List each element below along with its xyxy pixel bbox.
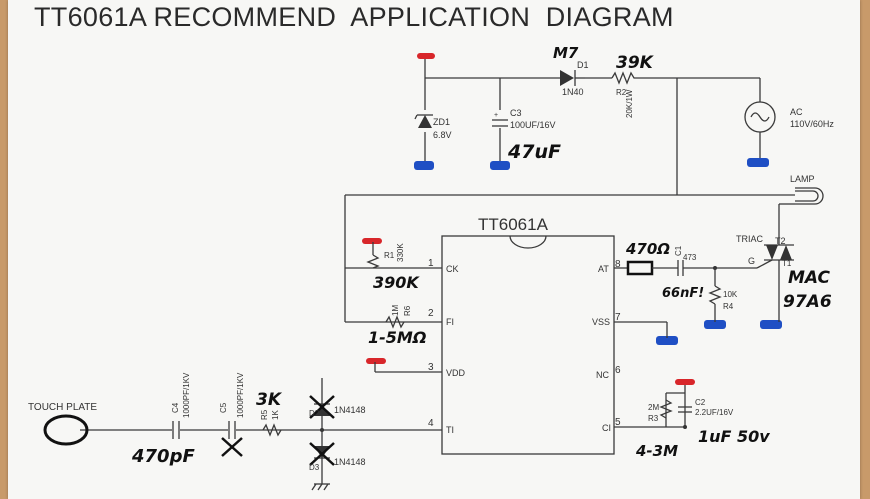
zd1-ref: ZD1 bbox=[433, 117, 450, 127]
schematic-sheet: TT6061A RECOMMEND APPLICATION DIAGRAM ZD… bbox=[8, 0, 860, 499]
schematic-drawing: ZD1 6.8V + C3 100UF/16V 47uF D1 1N40 M7 … bbox=[28, 44, 834, 491]
r4-value: 10K bbox=[723, 290, 738, 299]
ac-value: 110V/60Hz bbox=[790, 119, 834, 129]
lamp-label: LAMP bbox=[790, 174, 815, 184]
r3-value: 2M bbox=[648, 403, 659, 412]
c2-value: 2.2UF/16V bbox=[695, 408, 734, 417]
pin4-label: TI bbox=[446, 425, 454, 435]
hw-c2: 1uF 50v bbox=[698, 427, 770, 446]
d1-value: 1N40 bbox=[562, 87, 584, 97]
hw-c4: 470pF bbox=[131, 446, 195, 467]
pin5-num: 5 bbox=[615, 417, 621, 428]
pin6-num: 6 bbox=[615, 365, 621, 376]
positive-marker bbox=[362, 53, 695, 385]
capacitor-c5-icon bbox=[221, 421, 243, 457]
resistor-r1-icon bbox=[366, 242, 380, 269]
svg-text:+: + bbox=[494, 112, 498, 119]
capacitor-c1-icon bbox=[626, 260, 757, 276]
resistor-r6-icon bbox=[385, 315, 405, 329]
pin2-label: FI bbox=[446, 317, 454, 327]
triac-icon bbox=[756, 244, 794, 322]
hw-c1-bottom: 66nF! bbox=[662, 286, 704, 301]
r5-ref: R5 bbox=[260, 409, 269, 420]
hw-c1-top: 470Ω bbox=[625, 240, 670, 258]
pin5-label: CI bbox=[602, 423, 611, 433]
hw-r6: 1-5MΩ bbox=[368, 328, 426, 347]
d3-ref: D3 bbox=[309, 463, 320, 472]
pin8-num: 8 bbox=[615, 259, 621, 270]
diagram-title: TT6061A RECOMMEND APPLICATION DIAGRAM bbox=[34, 2, 674, 32]
lamp-icon bbox=[344, 187, 824, 322]
c1-ref: C1 bbox=[674, 245, 683, 256]
triac-t2: T2 bbox=[775, 236, 786, 246]
capacitor-c4-icon bbox=[172, 421, 180, 439]
ac-ref: AC bbox=[790, 107, 803, 117]
c1-value: 473 bbox=[683, 253, 697, 262]
resistor-r5-icon bbox=[262, 423, 282, 437]
r2-value: 20K/1W bbox=[625, 89, 634, 118]
diode-d2-d3-icon bbox=[309, 378, 335, 491]
pin3-label: VDD bbox=[446, 368, 466, 378]
ic-pins-right bbox=[614, 267, 686, 428]
pin2-num: 2 bbox=[428, 308, 434, 319]
r3-c2-network bbox=[659, 392, 692, 429]
hw-triac-1: MAC bbox=[788, 268, 831, 288]
c4-ref: C4 bbox=[171, 402, 180, 413]
resistor-r4-icon bbox=[708, 266, 722, 322]
top-rail bbox=[424, 58, 761, 195]
hw-r2: 39K bbox=[616, 53, 655, 73]
hw-triac-2: 97A6 bbox=[783, 292, 832, 312]
hw-r1: 390K bbox=[373, 273, 420, 292]
d3-value: 1N4148 bbox=[334, 457, 366, 467]
r5-value: 1K bbox=[271, 410, 280, 420]
c5-value: 1000PF/1KV bbox=[236, 372, 245, 418]
pin8-label: AT bbox=[598, 264, 609, 274]
zener-zd1-icon bbox=[414, 114, 433, 128]
c3-ref: C3 bbox=[510, 108, 522, 118]
r3-ref: R3 bbox=[648, 414, 659, 423]
r6-value: 1M bbox=[391, 305, 400, 316]
hw-c3: 47uF bbox=[507, 141, 561, 163]
diode-d1-icon bbox=[560, 70, 585, 86]
r1-ref: R1 bbox=[384, 251, 395, 260]
hw-r3: 4-3M bbox=[635, 442, 678, 460]
hw-r5: 3K bbox=[256, 390, 283, 410]
touch-plate-icon bbox=[43, 414, 89, 446]
d1-ref: D1 bbox=[577, 60, 589, 70]
c5-ref: C5 bbox=[219, 402, 228, 413]
hw-d1: M7 bbox=[553, 44, 579, 62]
triac-ref: TRIAC bbox=[736, 234, 764, 244]
pin4-num: 4 bbox=[428, 418, 434, 429]
triac-g: G bbox=[748, 256, 755, 266]
c2-ref: C2 bbox=[695, 398, 706, 407]
r6-ref: R6 bbox=[403, 305, 412, 316]
zd1-value: 6.8V bbox=[433, 130, 452, 140]
ic-name: TT6061A bbox=[478, 215, 549, 234]
c4-value: 1000PF/1KV bbox=[182, 372, 191, 418]
ic-pins-left bbox=[80, 267, 442, 431]
c3-value: 100UF/16V bbox=[510, 120, 556, 130]
pin3-num: 3 bbox=[428, 362, 434, 373]
touch-plate-label: TOUCH PLATE bbox=[28, 402, 97, 413]
triac-t1: T1 bbox=[782, 259, 792, 268]
pin7-label: VSS bbox=[592, 317, 610, 327]
resistor-r2-icon bbox=[611, 71, 636, 85]
r2-ref: R2 bbox=[616, 88, 627, 97]
pin6-label: NC bbox=[596, 370, 609, 380]
pin1-num: 1 bbox=[428, 258, 434, 269]
r4-ref: R4 bbox=[723, 302, 734, 311]
pin1-label: CK bbox=[446, 264, 459, 274]
d2-ref: D2 bbox=[309, 409, 320, 418]
pin7-num: 7 bbox=[615, 312, 621, 323]
capacitor-c3-icon: + bbox=[492, 112, 508, 127]
ground-marker bbox=[414, 158, 782, 345]
d2-value: 1N4148 bbox=[334, 405, 366, 415]
ic-body bbox=[441, 235, 615, 455]
r1-value: 330K bbox=[396, 243, 405, 262]
ac-source-icon bbox=[744, 101, 776, 133]
